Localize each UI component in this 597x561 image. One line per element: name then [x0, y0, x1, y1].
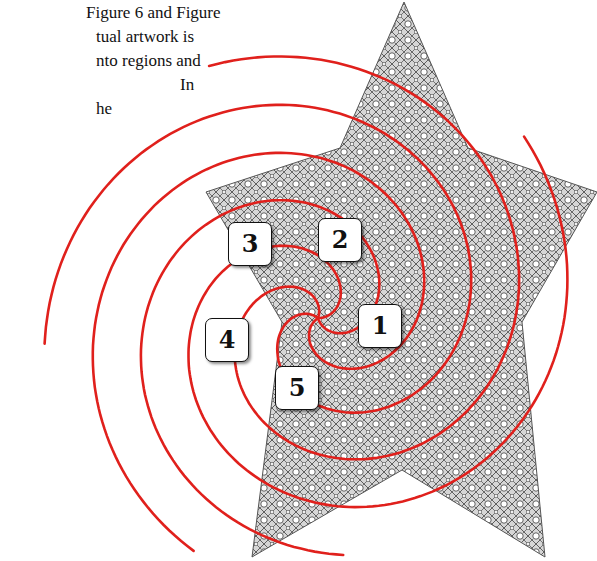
caption-fragment: In — [178, 75, 196, 95]
callout-number: 5 — [289, 376, 306, 400]
callout-number: 3 — [242, 232, 259, 256]
spiral-arm — [209, 57, 519, 460]
spiral-arm — [45, 105, 472, 413]
spiral-arm — [141, 200, 379, 555]
star-outline — [206, 2, 597, 557]
region-number-box: 4 — [205, 318, 249, 362]
callout-number: 4 — [219, 328, 236, 352]
caption-fragment: tual artwork is — [94, 27, 196, 47]
spiral-arm — [189, 137, 568, 508]
caption-fragment: Figure 6 and Figure — [84, 3, 223, 23]
caption-fragment: he — [94, 99, 114, 119]
caption-fragment: nto regions and — [94, 51, 203, 71]
region-number-box: 5 — [275, 366, 319, 410]
callout-number: 1 — [372, 314, 389, 338]
spiral-curves — [45, 57, 568, 556]
region-number-box: 1 — [358, 304, 402, 348]
spiral-arm — [93, 153, 424, 551]
callout-number: 2 — [332, 228, 349, 252]
region-number-box: 3 — [228, 222, 272, 266]
region-number-box: 2 — [318, 218, 362, 262]
